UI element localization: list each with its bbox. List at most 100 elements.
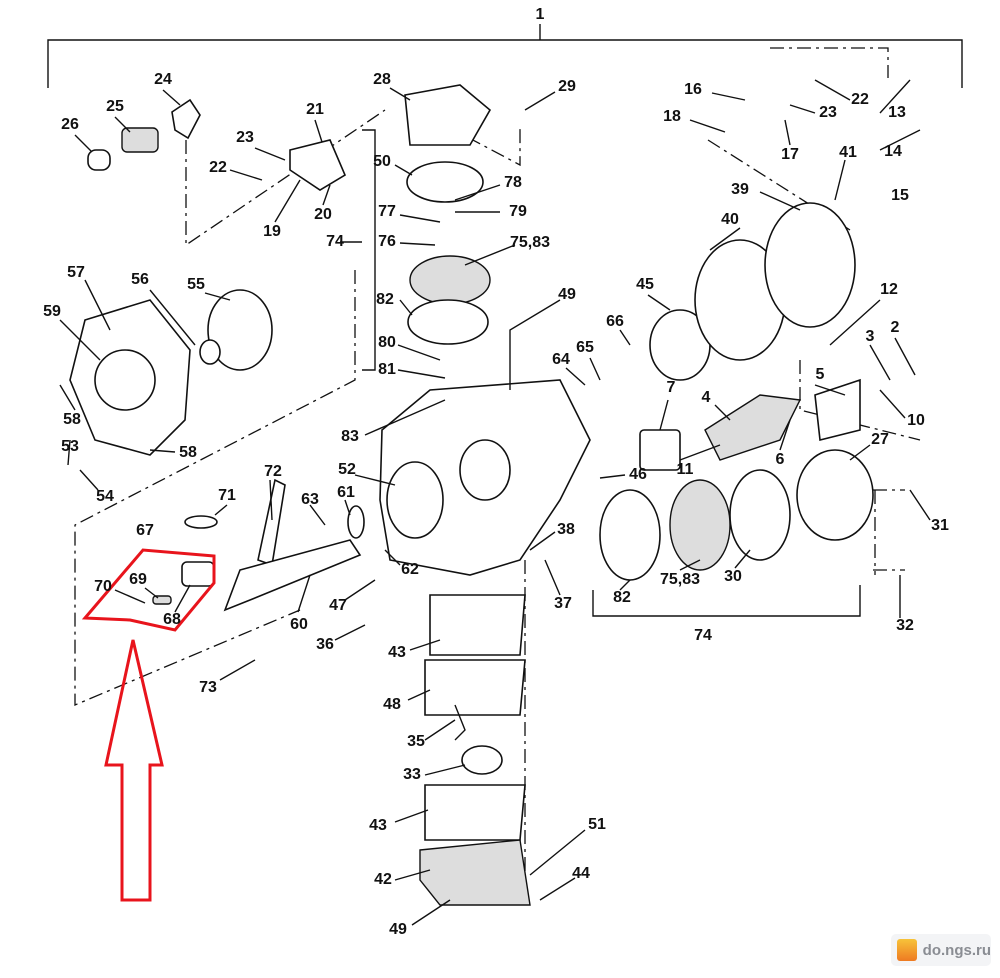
- callout-40: 40: [721, 211, 739, 228]
- callout-3: 3: [866, 328, 875, 345]
- callout-58: 58: [63, 411, 81, 428]
- bracket-4: [704, 394, 802, 461]
- callout-39: 39: [731, 181, 749, 198]
- gasket-43-top: [429, 594, 526, 656]
- callout-17: 17: [781, 146, 799, 163]
- callout-2: 2: [891, 319, 900, 336]
- callout-49: 49: [558, 286, 576, 303]
- callout-18: 18: [663, 108, 681, 125]
- callout-22: 22: [851, 91, 869, 108]
- gasket-30: [729, 469, 791, 561]
- callout-11: 11: [677, 461, 694, 478]
- callout-6: 6: [776, 451, 785, 468]
- callout-76: 76: [378, 233, 396, 250]
- callout-57: 57: [67, 264, 85, 281]
- tube-35: [454, 704, 466, 741]
- callout-12: 12: [880, 281, 898, 298]
- callout-67: 67: [136, 522, 154, 539]
- callout-21: 21: [306, 101, 324, 118]
- seal-61: [347, 505, 365, 539]
- callout-71: 71: [218, 487, 236, 504]
- callout-65: 65: [576, 339, 594, 356]
- callout-47: 47: [329, 597, 347, 614]
- callout-55: 55: [187, 276, 205, 293]
- connecting-rod-72: [257, 478, 286, 567]
- callout-48: 48: [383, 696, 401, 713]
- callout-68: 68: [163, 611, 181, 628]
- callout-82: 82: [376, 291, 394, 308]
- callout-64: 64: [552, 351, 570, 368]
- gasket-50: [406, 161, 484, 203]
- end-cover-39: [764, 202, 856, 328]
- callout-25: 25: [106, 98, 124, 115]
- assembly-bracket: [47, 24, 963, 88]
- callout-52: 52: [338, 461, 356, 478]
- highlight-annotation: [81, 548, 216, 902]
- gasket-82-right: [599, 489, 661, 581]
- highlight-outline: [81, 548, 216, 632]
- callout-23: 23: [819, 104, 837, 121]
- callout-62: 62: [401, 561, 419, 578]
- rings-71: [184, 515, 218, 529]
- callout-43: 43: [388, 644, 406, 661]
- crankcase-port: [459, 439, 511, 501]
- callout-75-83: 75,83: [510, 234, 550, 251]
- callout-45: 45: [636, 276, 654, 293]
- callout-46: 46: [629, 466, 647, 483]
- cover-7: [639, 429, 681, 471]
- plate-5: [814, 378, 861, 441]
- callout-74: 74: [326, 233, 344, 250]
- ngs-logo-icon: [897, 939, 917, 961]
- callout-66: 66: [606, 313, 624, 330]
- callout-43: 43: [369, 817, 387, 834]
- watermark: do.ngs.ru: [891, 934, 991, 966]
- callout-5: 5: [816, 366, 825, 383]
- callout-16: 16: [684, 81, 702, 98]
- callout-23: 23: [236, 129, 254, 146]
- callout-30: 30: [724, 568, 742, 585]
- callout-81: 81: [378, 361, 396, 378]
- gasket-43-bottom: [424, 784, 526, 841]
- valve-plate-75-83: [409, 255, 491, 305]
- piston-68: [181, 561, 215, 587]
- callout-22: 22: [209, 159, 227, 176]
- cylinder-head-27: [796, 449, 874, 541]
- watermark-text: do.ngs.ru: [922, 941, 991, 959]
- callout-44: 44: [572, 865, 590, 882]
- callout-72: 72: [264, 463, 282, 480]
- callout-19: 19: [263, 223, 281, 240]
- callout-27: 27: [871, 431, 889, 448]
- callout-28: 28: [373, 71, 391, 88]
- crankcase-bore: [386, 461, 444, 539]
- callout-24: 24: [154, 71, 172, 88]
- callout-58: 58: [179, 444, 197, 461]
- callout-13: 13: [888, 104, 906, 121]
- callout-60: 60: [290, 616, 308, 633]
- callout-53: 53: [61, 438, 79, 455]
- callout-29: 29: [558, 78, 576, 95]
- parts: [69, 84, 874, 906]
- callout-33: 33: [403, 766, 421, 783]
- bottom-plate-42: [419, 839, 531, 906]
- callout-37: 37: [554, 595, 572, 612]
- callout-75-83: 75,83: [660, 571, 700, 588]
- callout-77: 77: [378, 203, 396, 220]
- callout-14: 14: [884, 143, 902, 160]
- red-arrow-icon: [104, 639, 164, 902]
- callout-7: 7: [667, 379, 676, 396]
- callout-74: 74: [694, 627, 712, 644]
- callout-59: 59: [43, 303, 61, 320]
- callout-49: 49: [389, 921, 407, 938]
- callout-54: 54: [96, 488, 114, 505]
- crankshaft-60: [223, 539, 362, 612]
- callout-79: 79: [509, 203, 527, 220]
- valve-19: [289, 139, 347, 191]
- oring-56: [199, 339, 221, 365]
- callout-50: 50: [373, 153, 391, 170]
- cap-26: [87, 149, 111, 171]
- callout-32: 32: [896, 617, 914, 634]
- gasket-55: [207, 289, 273, 371]
- callout-1: 1: [536, 6, 545, 23]
- callout-38: 38: [557, 521, 575, 538]
